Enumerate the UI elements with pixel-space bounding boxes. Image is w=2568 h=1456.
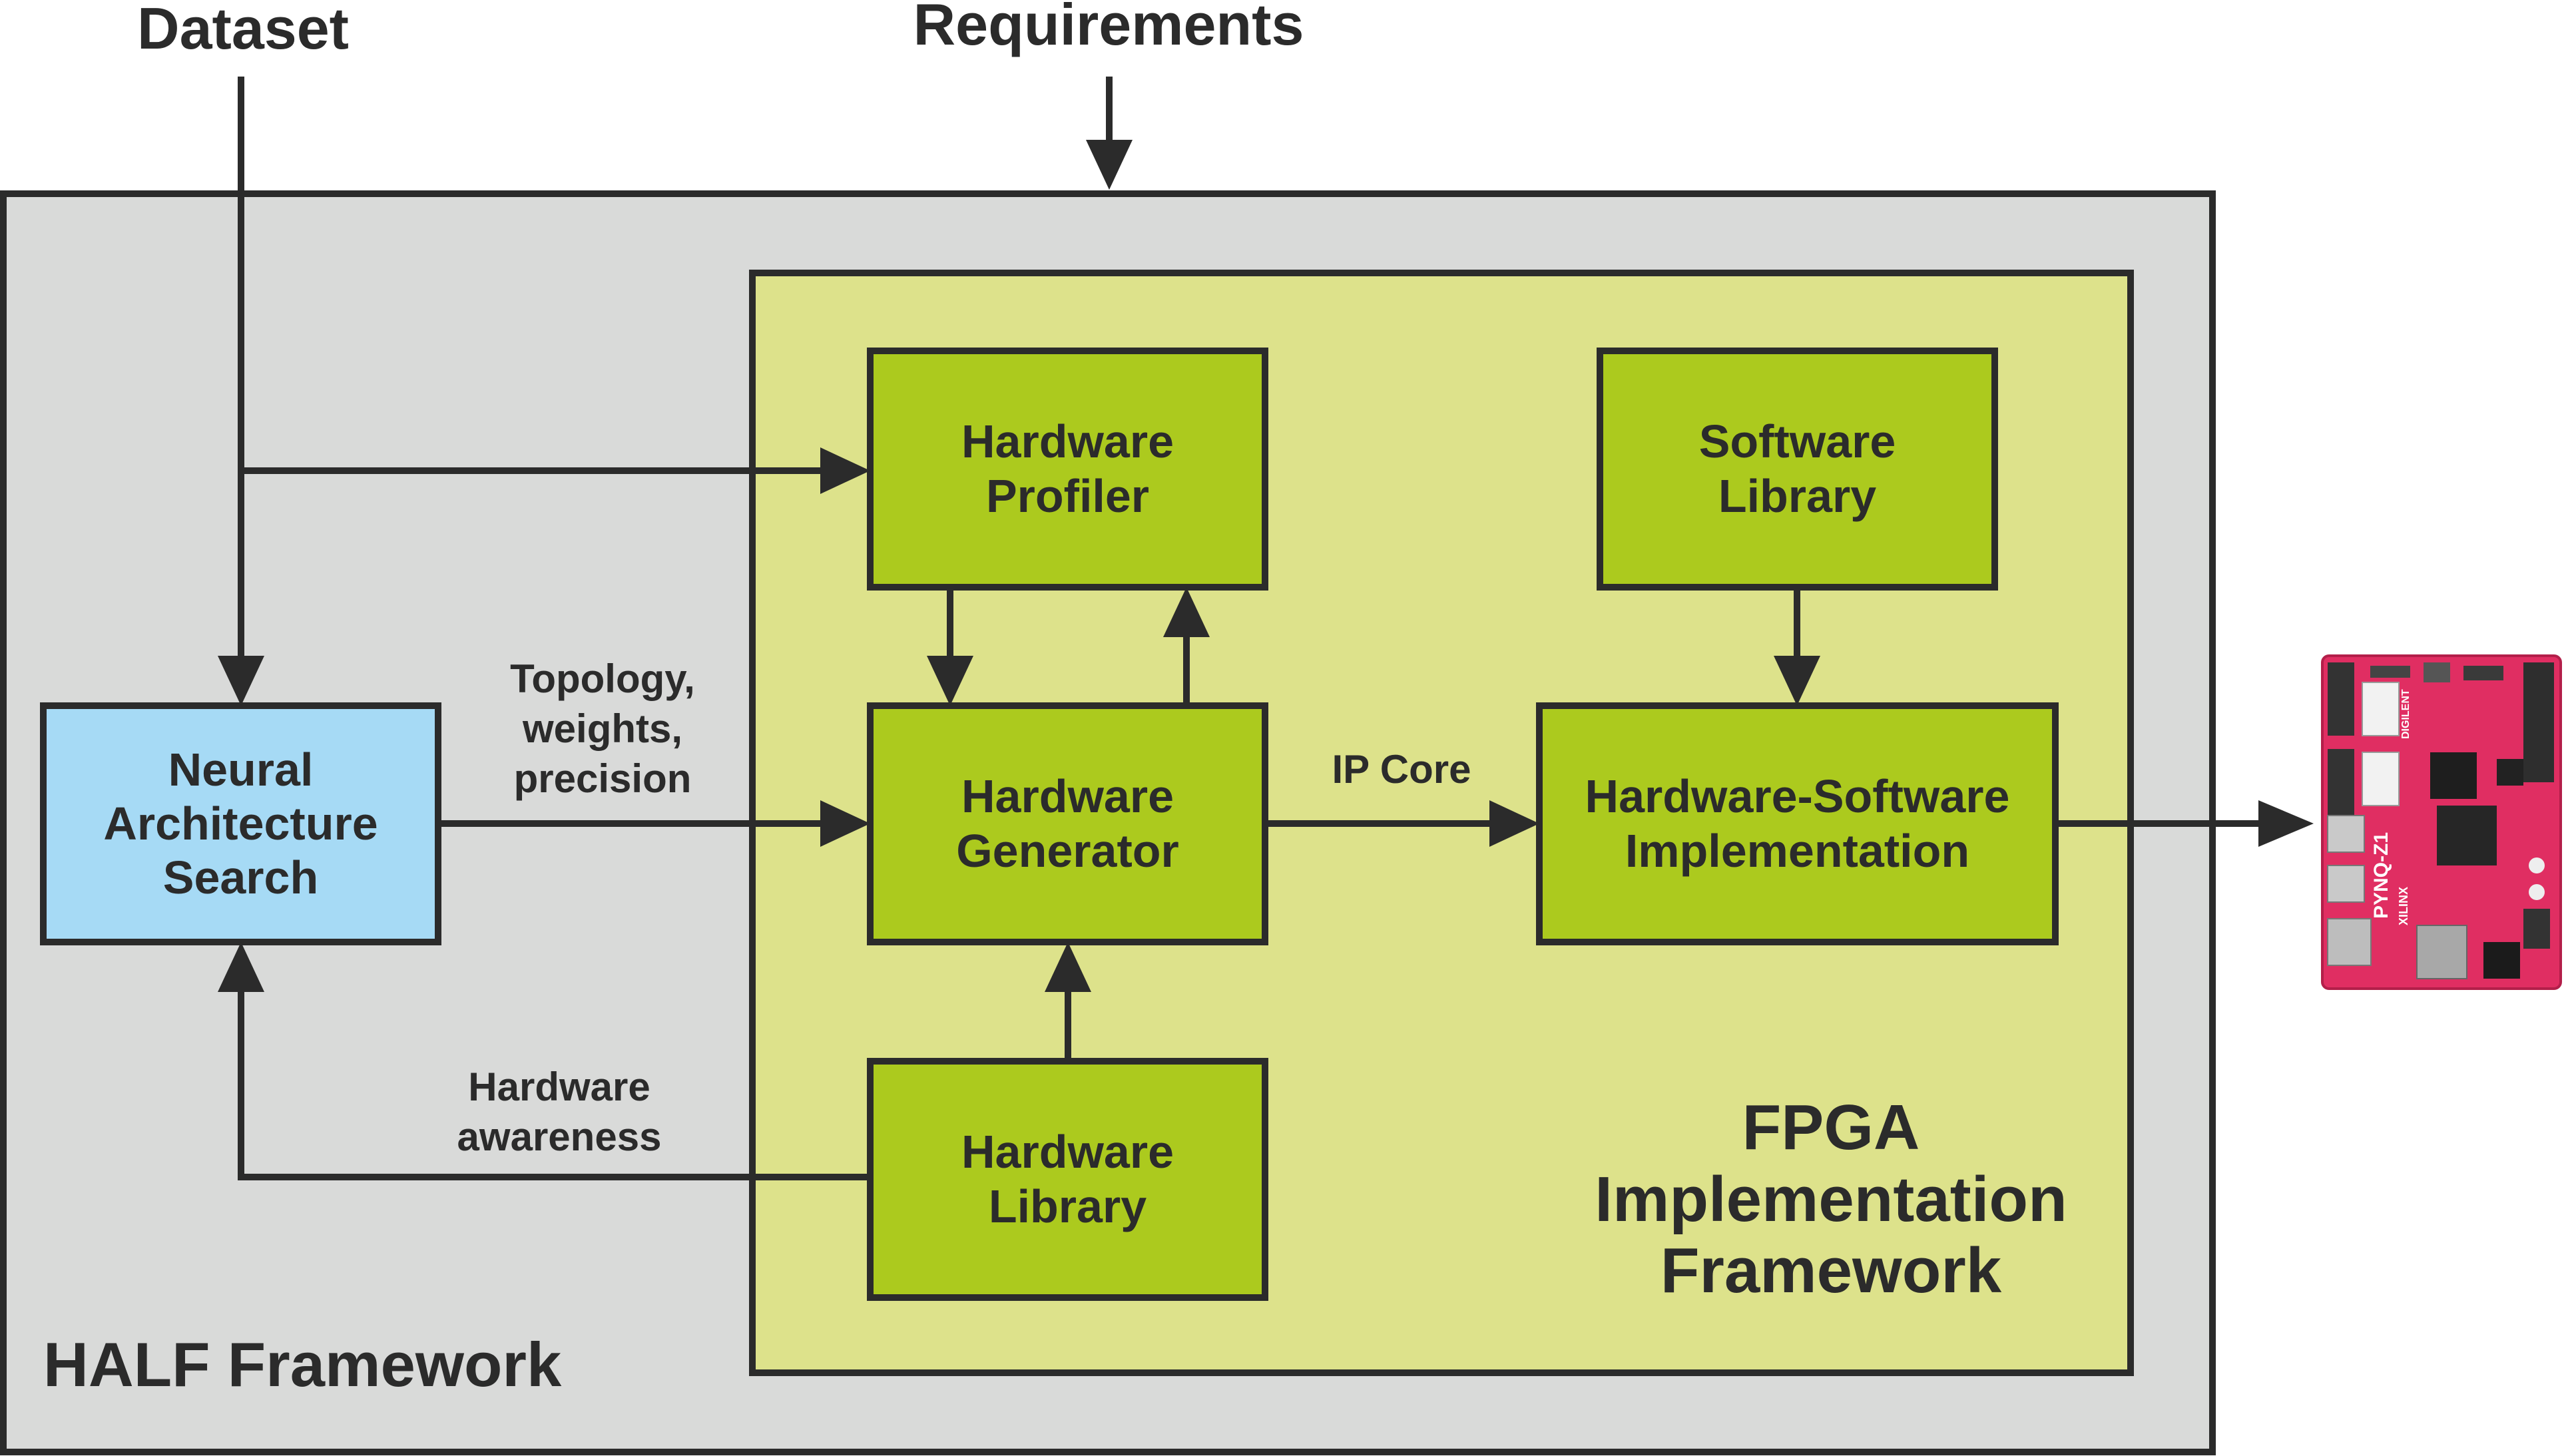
arrowheads: [218, 140, 2314, 992]
fpga-framework-line-3: Framework: [1660, 1235, 2002, 1307]
arrowhead-library-up: [1045, 942, 1091, 992]
requirements-label: Requirements: [913, 0, 1304, 57]
nas-label-line-2: Architecture: [103, 797, 378, 849]
software-library-line-2: Library: [1718, 469, 1877, 522]
ip-core-edge-label: IP Core: [1332, 747, 1471, 792]
hardware-library-line-2: Library: [988, 1180, 1147, 1232]
hardware-awareness-line-1: Hardware: [468, 1065, 650, 1109]
topology-edge-label: Topology, weights, precision: [466, 654, 739, 804]
arrowhead-dataset: [218, 656, 264, 706]
hardware-generator-label: Hardware Generator: [874, 709, 1262, 939]
software-library-line-1: Software: [1698, 415, 1896, 468]
arrowhead-profiler: [820, 447, 870, 494]
hardware-profiler-line-2: Profiler: [985, 469, 1150, 522]
pynq-z1-board-image: [2321, 654, 2562, 990]
hardware-awareness-edge-label: Hardware awareness: [413, 1062, 706, 1162]
topology-line-1: Topology,: [510, 656, 695, 701]
hw-sw-implementation-block: [1536, 702, 2059, 945]
arrowhead-requirements: [1086, 140, 1133, 190]
hardware-generator-line-1: Hardware: [961, 770, 1174, 823]
nas-label-line-3: Search: [162, 851, 319, 904]
arrowhead-nas-up: [218, 942, 264, 992]
hardware-library-label: Hardware Library: [874, 1065, 1262, 1294]
board-model-label: PYNQ-Z1: [2370, 832, 2392, 919]
hardware-awareness-line: [238, 989, 870, 1180]
hardware-awareness-line-2: awareness: [457, 1114, 662, 1159]
half-framework-label: HALF Framework: [43, 1330, 562, 1399]
arrowhead-hwsw: [1489, 800, 1539, 847]
arrowhead-software-down: [1774, 656, 1820, 706]
hardware-profiler-block: [867, 348, 1268, 591]
fpga-framework-line-1: FPGA: [1742, 1092, 1920, 1163]
hardware-profiler-label: Hardware Profiler: [874, 354, 1262, 584]
fpga-framework-label: FPGA Implementation Framework: [1551, 1092, 2111, 1307]
hardware-profiler-line-1: Hardware: [961, 415, 1174, 468]
dataset-label: Dataset: [137, 0, 349, 61]
hw-sw-implementation-line-2: Implementation: [1625, 824, 1970, 877]
board-maker-label: DIGILENT: [2400, 689, 2412, 739]
arrowhead-generator-left: [820, 800, 870, 847]
topology-line-2: weights,: [522, 706, 683, 751]
hardware-library-line-1: Hardware: [961, 1126, 1174, 1178]
arrowhead-profiler-up: [1163, 587, 1210, 637]
hw-sw-implementation-label: Hardware-Software Implementation: [1543, 709, 2052, 939]
arrowhead-profiler-down: [927, 656, 973, 706]
hardware-generator-block: [867, 702, 1268, 945]
hardware-generator-line-2: Generator: [956, 824, 1179, 877]
fpga-framework-line-2: Implementation: [1595, 1163, 2067, 1235]
software-library-label: Software Library: [1603, 354, 1991, 584]
topology-line-3: precision: [513, 756, 692, 801]
nas-block: [40, 702, 441, 945]
nas-label: Neural Architecture Search: [47, 709, 435, 939]
board-vendor-label: XILINX: [2397, 886, 2410, 925]
arrowhead-board: [2258, 800, 2314, 847]
hw-sw-implementation-line-1: Hardware-Software: [1585, 770, 2010, 823]
connectors: [238, 77, 2264, 1180]
nas-label-line-1: Neural: [168, 743, 314, 796]
